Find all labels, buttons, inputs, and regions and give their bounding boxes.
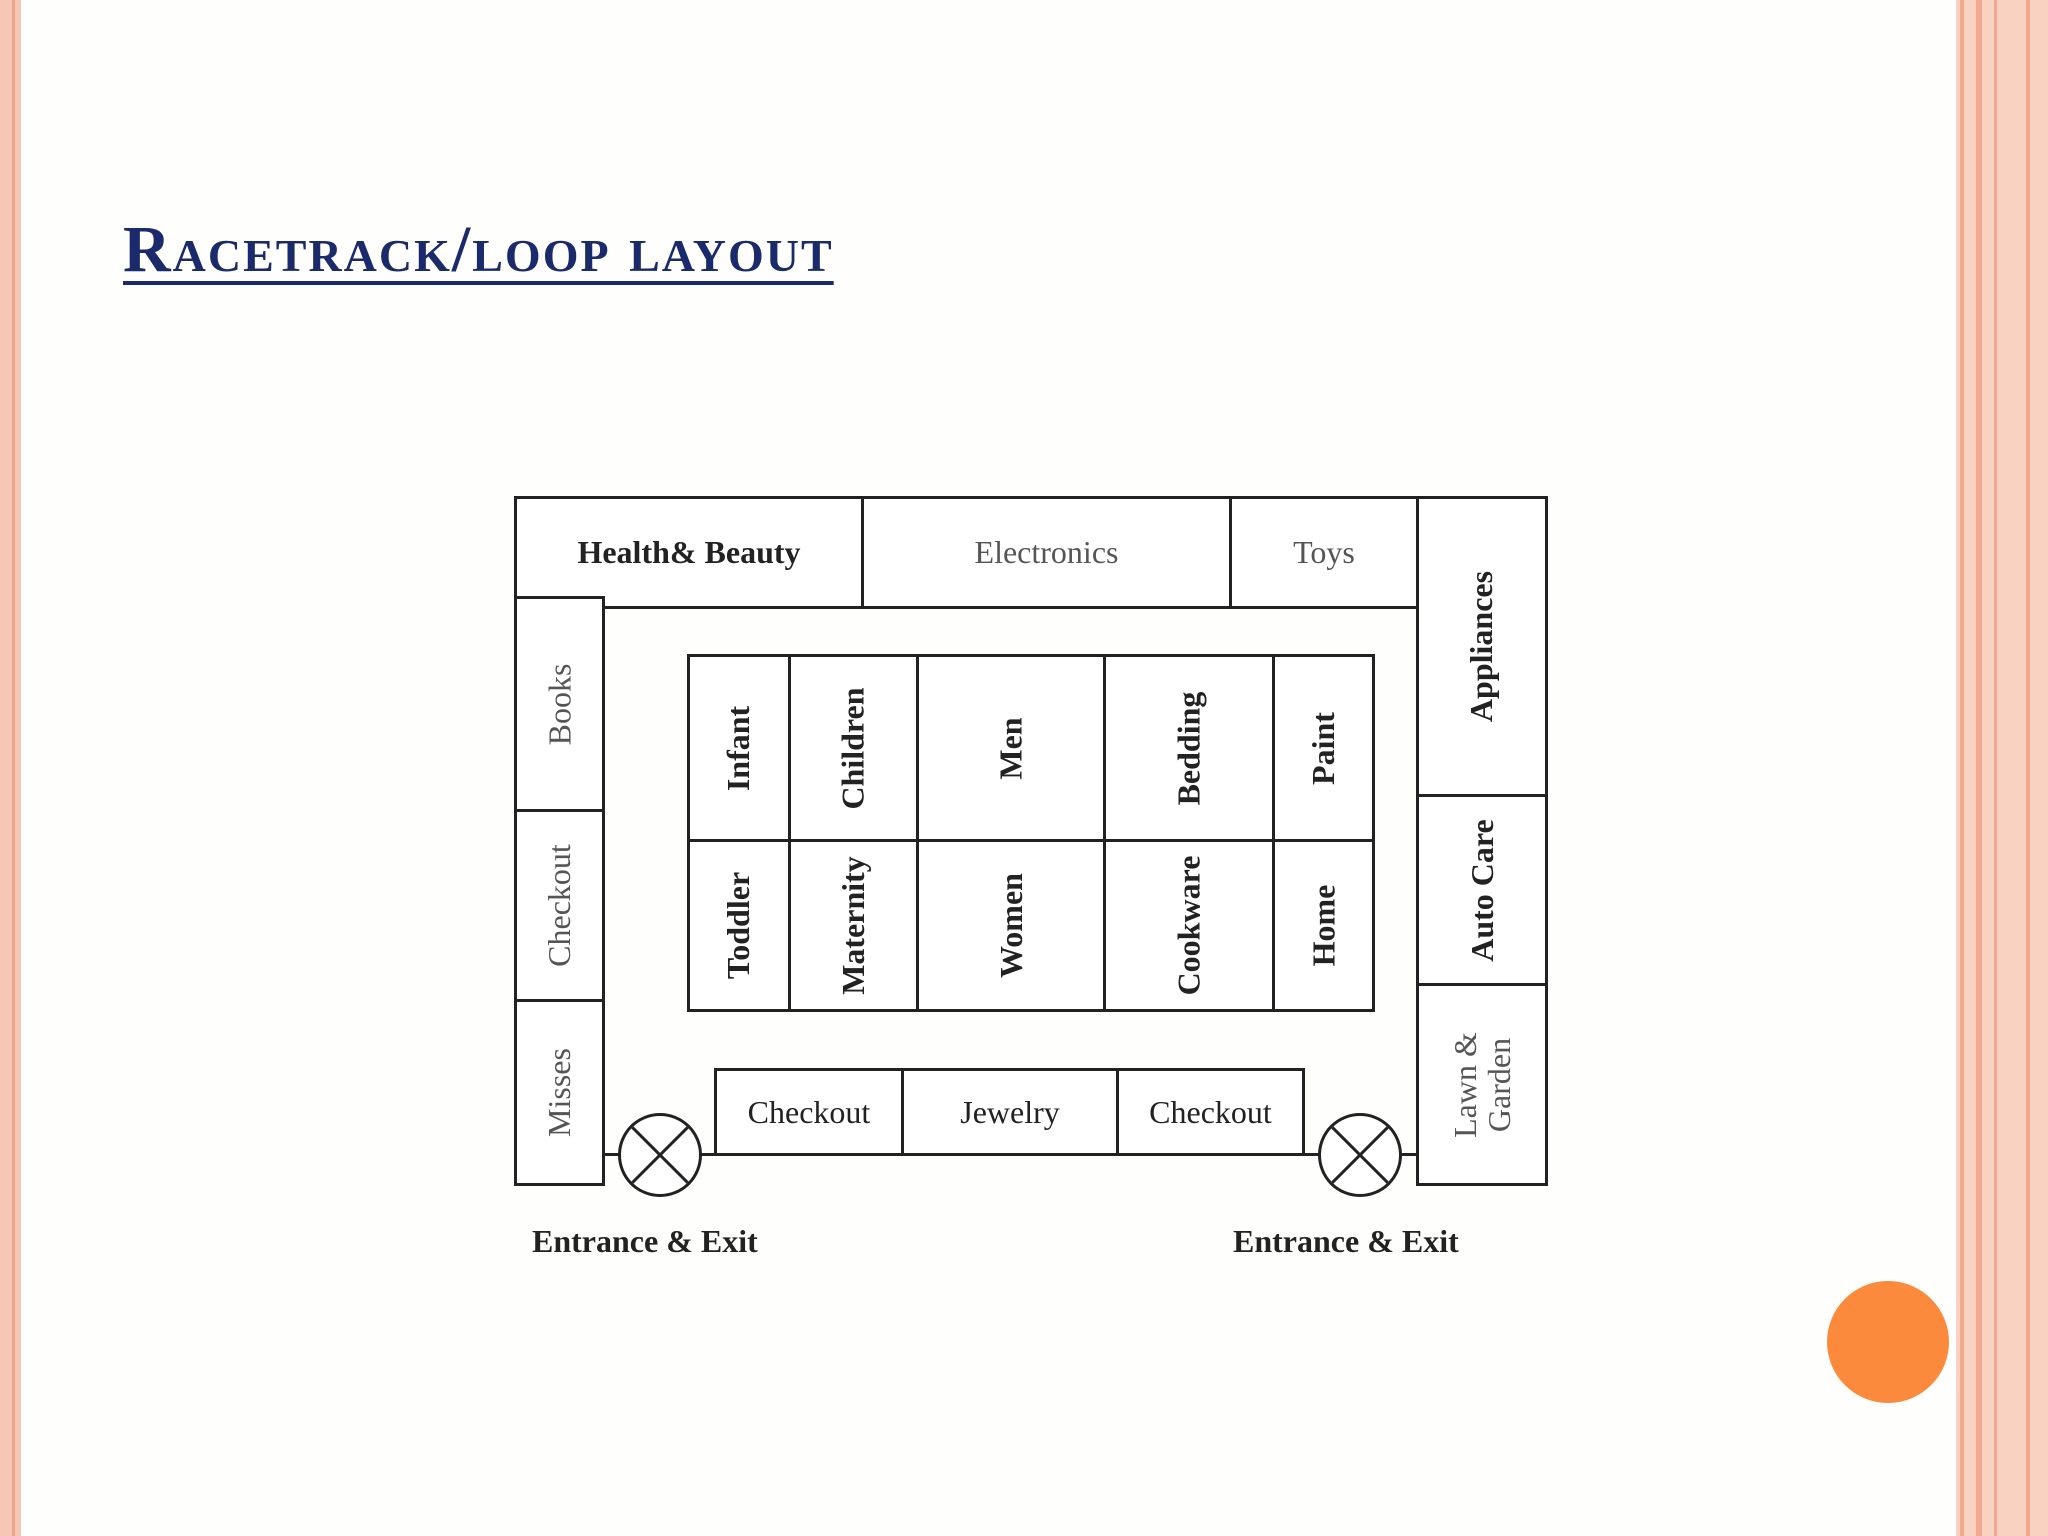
decorative-orange-circle — [1827, 1281, 1949, 1403]
left-border — [0, 0, 21, 1536]
left-checkout: Checkout — [514, 809, 605, 1002]
connector-line — [605, 1153, 619, 1156]
entrance-door-right-icon — [1318, 1113, 1402, 1197]
dept-toddler: Toddler — [687, 839, 791, 1012]
dept-toys: Toys — [1229, 496, 1419, 609]
dept-infant: Infant — [687, 654, 791, 842]
entrance-door-left-icon — [618, 1113, 702, 1197]
dept-women: Women — [916, 839, 1106, 1012]
dept-auto-care: Auto Care — [1416, 794, 1548, 986]
dept-jewelry: Jewelry — [901, 1068, 1119, 1156]
dept-health-beauty: Health& Beauty — [514, 496, 864, 609]
dept-children: Children — [788, 654, 919, 842]
dept-appliances: Appliances — [1416, 496, 1548, 797]
dept-men: Men — [916, 654, 1106, 842]
dept-misses: Misses — [514, 999, 605, 1186]
entrance-label-right: Entrance & Exit — [1233, 1223, 1459, 1259]
slide-title: Racetrack/loop layout — [123, 213, 834, 286]
front-checkout-right: Checkout — [1116, 1068, 1305, 1156]
dept-home: Home — [1272, 839, 1375, 1012]
dept-cookware: Cookware — [1103, 839, 1275, 1012]
dept-bedding: Bedding — [1103, 654, 1275, 842]
dept-paint: Paint — [1272, 654, 1375, 842]
dept-lawn-garden: Lawn & Garden — [1416, 983, 1548, 1186]
dept-electronics: Electronics — [861, 496, 1232, 609]
front-checkout-left: Checkout — [714, 1068, 904, 1156]
dept-maternity: Maternity — [788, 839, 919, 1012]
right-border — [1956, 0, 2048, 1536]
entrance-label-left: Entrance & Exit — [532, 1223, 758, 1259]
dept-books: Books — [514, 596, 605, 812]
